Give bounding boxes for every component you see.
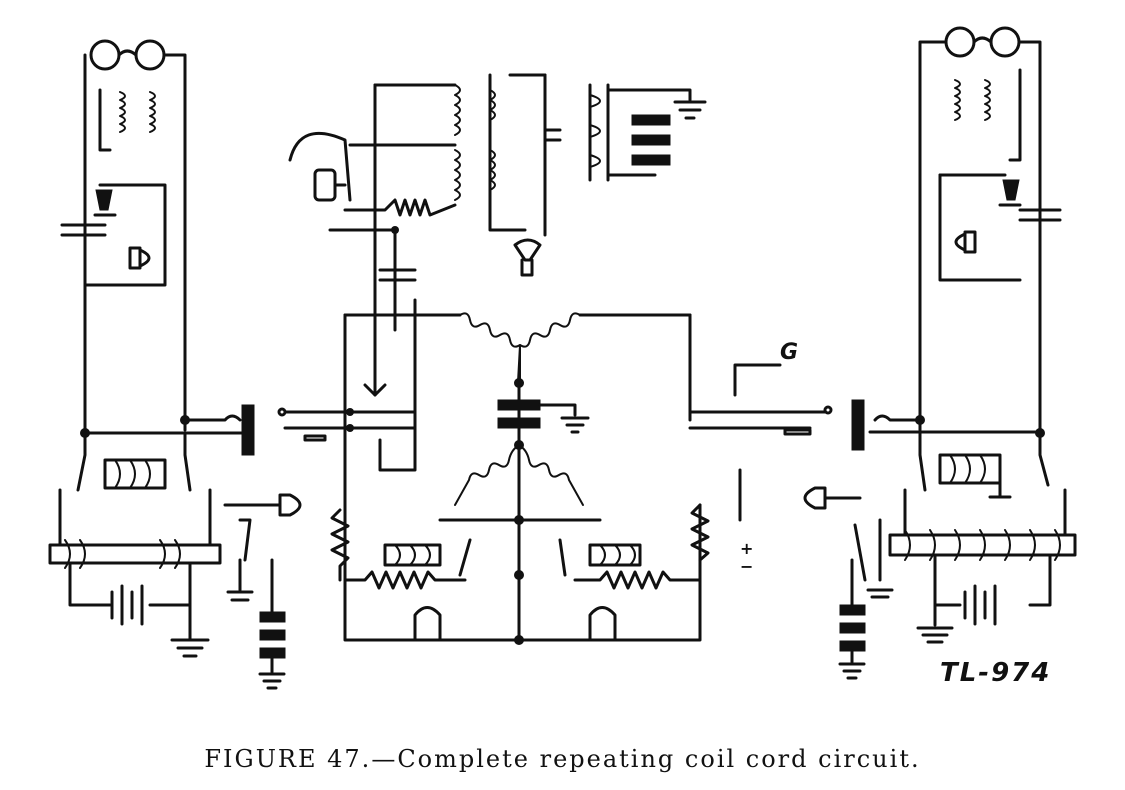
right-capacitor — [1018, 208, 1062, 222]
g-label: G — [780, 340, 799, 365]
right-transmitter-icon — [954, 230, 977, 254]
left-capacitor — [60, 223, 107, 237]
right-relay — [938, 453, 1002, 485]
operator-capacitor-2 — [543, 128, 562, 142]
right-induction-coil-icon — [954, 79, 991, 121]
right-cord-resistor — [690, 503, 710, 562]
central-condenser — [497, 399, 590, 434]
left-supervisory-relay — [383, 543, 442, 567]
left-headset-icon — [89, 39, 166, 71]
left-station — [48, 39, 302, 690]
operator-battery-icon — [588, 83, 707, 182]
left-battery-icon — [110, 584, 144, 626]
right-repeating-coil — [888, 529, 1077, 561]
central-repeating-coil-upper — [459, 312, 581, 383]
left-induction-coil-icon — [119, 91, 156, 133]
figure-number: FIGURE 47. — [204, 745, 372, 773]
cord-circuit — [277, 312, 833, 645]
left-exchange-battery-icon — [258, 558, 286, 690]
right-station — [803, 26, 1077, 680]
drawing-id: TL-974 — [940, 658, 1052, 688]
polarity-label: + − — [740, 539, 754, 576]
left-lamp-icon — [223, 493, 302, 517]
operator-coil-1 — [454, 84, 461, 201]
right-supervisory-relay — [588, 543, 642, 567]
right-supervisory-lamp-icon — [588, 606, 617, 642]
operator-receiver-icon — [513, 238, 542, 277]
left-supervisory-lamp-icon — [413, 606, 442, 642]
figure-caption: FIGURE 47.—Complete repeating coil cord … — [0, 745, 1125, 773]
operator-coil-2 — [489, 89, 496, 191]
right-exchange-battery-icon — [838, 558, 866, 680]
operator-capacitor — [378, 263, 417, 302]
figure-title: —Complete repeating coil cord circuit. — [371, 745, 921, 773]
left-relay — [103, 458, 167, 490]
left-cord-resistor — [330, 508, 350, 582]
right-headset-icon — [944, 26, 1021, 58]
left-repeating-coil — [48, 539, 222, 569]
right-battery-icon — [963, 584, 997, 626]
right-lamp-icon — [803, 486, 862, 510]
operator-headset-icon — [288, 131, 352, 202]
left-transmitter-icon — [128, 246, 151, 270]
central-repeating-coil-lower — [454, 444, 584, 506]
operator-set — [288, 73, 707, 472]
